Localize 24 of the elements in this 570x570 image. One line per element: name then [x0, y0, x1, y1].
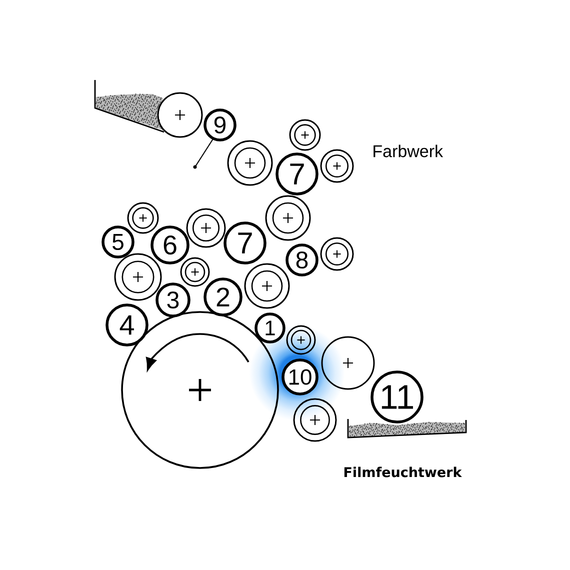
- roller: [289, 119, 321, 151]
- roller: [180, 257, 210, 287]
- numbered-roller: 7: [224, 222, 266, 264]
- roller: [244, 263, 290, 309]
- roller: [186, 208, 226, 248]
- roller: [157, 92, 203, 138]
- numbered-roller: 11: [370, 370, 424, 424]
- section-label: Filmfeuchtwerk: [344, 466, 462, 478]
- roller: [114, 253, 162, 301]
- roller: [227, 140, 273, 186]
- roller: [320, 149, 354, 183]
- numbered-roller: 8: [286, 244, 318, 276]
- numbered-roller: 9: [204, 108, 236, 142]
- section-label: Farbwerk: [374, 144, 444, 158]
- roller: [127, 202, 159, 234]
- numbered-roller: 6: [150, 226, 190, 264]
- roller: [320, 237, 354, 271]
- numbered-roller: 3: [156, 282, 190, 318]
- numbered-roller: 4: [106, 304, 148, 346]
- roller: [265, 195, 311, 241]
- cylinder: [121, 311, 279, 469]
- numbered-roller: 7: [276, 152, 318, 196]
- numbered-roller: 5: [102, 226, 134, 258]
- numbered-roller: 2: [204, 278, 242, 316]
